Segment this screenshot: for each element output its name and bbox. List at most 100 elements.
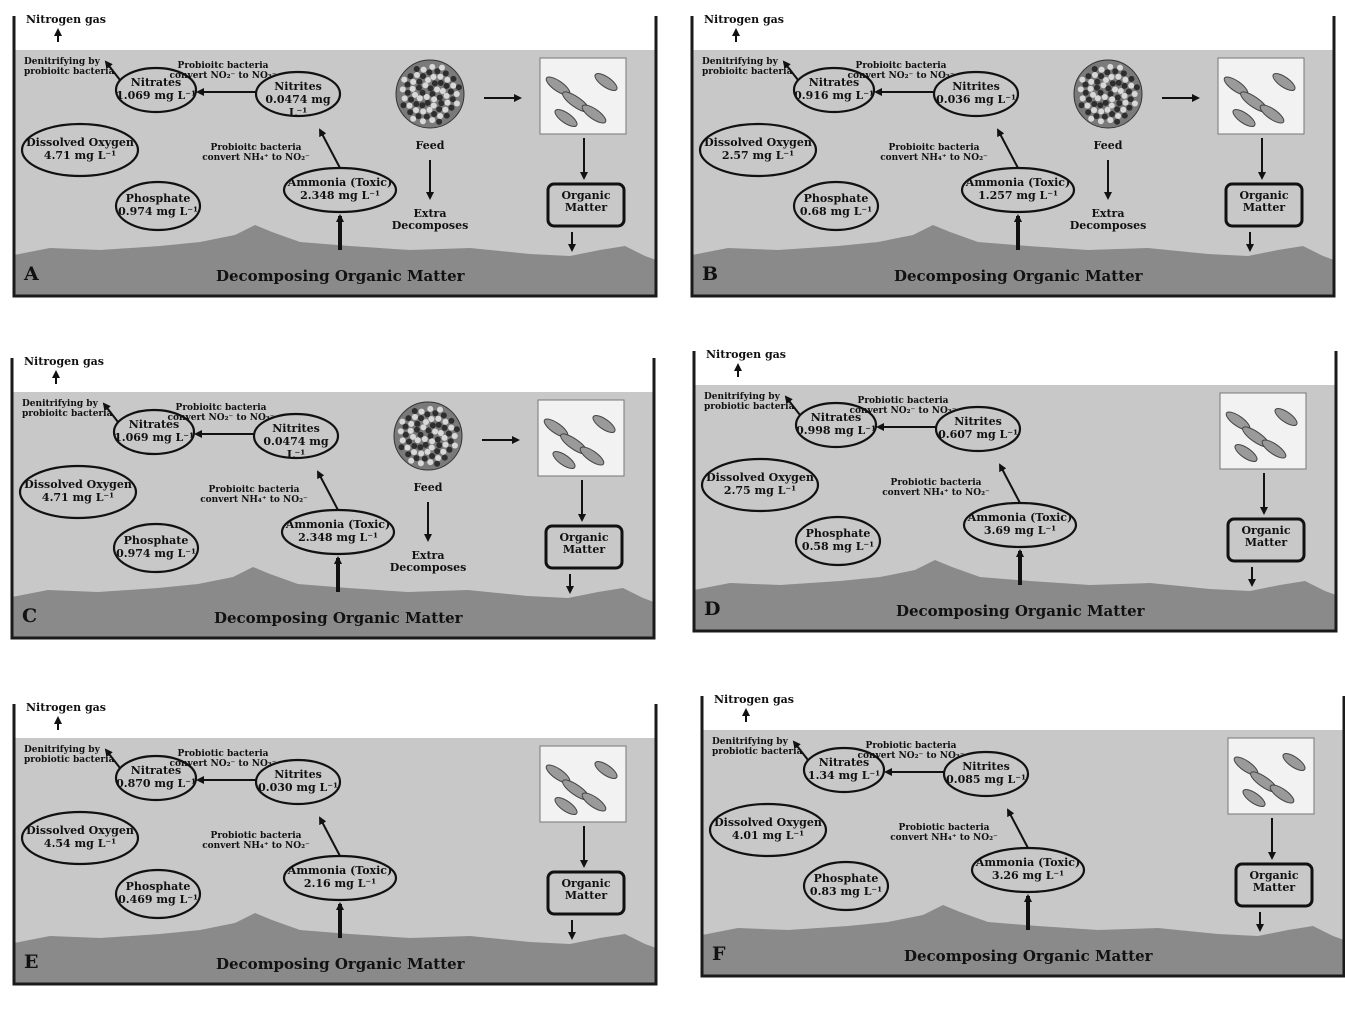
extra-decomposes-label: Extra Decomposes (389, 549, 467, 575)
tank-outline (692, 351, 1338, 633)
nitrites-name: Nitrites (952, 80, 1000, 93)
ammonia-label: Ammonia (Toxic)3.26 mg L⁻¹ (972, 856, 1084, 882)
nitrites-value: 0.085 mg L⁻¹ (946, 773, 1026, 787)
nitrites-oval (932, 70, 1020, 118)
nitrites-oval (254, 758, 342, 806)
feed-pellet-icon (393, 401, 463, 471)
organic-matter-label: Organic Matter (561, 877, 611, 903)
ammonia-label: Ammonia (Toxic)1.257 mg L⁻¹ (962, 176, 1074, 202)
sediment-layer (14, 913, 656, 984)
panel-letter: E (24, 951, 39, 973)
dissolved-oxygen-oval (20, 122, 140, 178)
decomposing-label: Decomposing Organic Matter (216, 267, 465, 285)
dissolved-oxygen-name: Dissolved Oxygen (26, 136, 134, 149)
denitrify-arrow (104, 60, 121, 81)
nitrates-name: Nitrates (810, 411, 862, 424)
denitrifying-label: Denitrifying by probioitc bacteria (22, 399, 113, 419)
nitrites-oval (252, 412, 340, 460)
ammonia-name: Ammonia (Toxic) (287, 176, 393, 189)
nitrates-value: 1.069 mg L⁻¹ (114, 431, 194, 445)
dissolved-oxygen-oval (18, 464, 138, 520)
convert-no2-label: Probioitc bacteria convert NO₂⁻ to NO₃⁻ (169, 61, 277, 81)
nitrates-name: Nitrates (818, 756, 870, 769)
organic-matter-label: Organic Matter (1249, 869, 1299, 895)
denitrifying-label: Denitrifying by probiotic bacteria (704, 392, 795, 412)
convert-nh4-label: Probioitc bacteria convert NH₄⁺ to NO₂⁻ (200, 485, 308, 505)
denitrify-arrow (782, 60, 799, 81)
dissolved-oxygen-oval (700, 457, 820, 513)
extra-decomposes-label: Extra Decomposes (1069, 207, 1147, 233)
organic-matter-label: Organic Matter (1239, 189, 1289, 215)
phosphate-oval (114, 180, 202, 232)
nitrogen-gas-label: Nitrogen gas (704, 13, 784, 26)
ammonia-label: Ammonia (Toxic)3.69 mg L⁻¹ (964, 511, 1076, 537)
dissolved-oxygen-name: Dissolved Oxygen (26, 824, 134, 837)
nitrates-name: Nitrates (130, 76, 182, 89)
tank-outline (12, 704, 658, 986)
nitrites-value: 0.0474 mg L⁻¹ (263, 435, 329, 462)
phosphate-name: Phosphate (805, 527, 871, 540)
ammonia-value: 3.69 mg L⁻¹ (983, 524, 1057, 538)
phosphate-value: 0.974 mg L⁻¹ (118, 205, 198, 219)
tank-outline (690, 16, 1336, 298)
phosphate-name: Phosphate (803, 192, 869, 205)
tank-outline (10, 358, 656, 640)
denitrify-arrow (784, 395, 801, 416)
organic-matter-label: Organic Matter (559, 531, 609, 557)
nitrates-name: Nitrates (130, 764, 182, 777)
panel-letter: A (24, 263, 39, 285)
ammonia-to-nitrite-arrow (997, 128, 1019, 169)
nitrites-oval (254, 70, 342, 118)
convert-no2-label: Probiotic bacteria convert NO₂⁻ to NO₃⁻ (849, 396, 957, 416)
ammonia-value: 2.348 mg L⁻¹ (300, 189, 380, 203)
nitrogen-gas-label: Nitrogen gas (26, 701, 106, 714)
dissolved-oxygen-name: Dissolved Oxygen (706, 471, 814, 484)
denitrifying-label: Denitrifying by probioitc bacteria (24, 57, 115, 77)
ammonia-value: 1.257 mg L⁻¹ (978, 189, 1058, 203)
feed-label: Feed (1093, 139, 1123, 152)
shrimp-photo-icon (1219, 392, 1307, 470)
nitrites-name: Nitrites (272, 422, 320, 435)
sediment-layer (702, 905, 1344, 976)
phosphate-value: 0.83 mg L⁻¹ (809, 885, 883, 899)
sediment-layer (694, 560, 1336, 631)
ammonia-label: Ammonia (Toxic)2.348 mg L⁻¹ (282, 518, 394, 544)
ammonia-name: Ammonia (Toxic) (285, 518, 391, 531)
denitrify-arrow (792, 740, 809, 761)
nitrites-name: Nitrites (954, 415, 1002, 428)
ammonia-name: Ammonia (Toxic) (287, 864, 393, 877)
dissolved-oxygen-value: 4.01 mg L⁻¹ (731, 829, 805, 843)
decomposing-label: Decomposing Organic Matter (214, 609, 463, 627)
decomposing-label: Decomposing Organic Matter (894, 267, 1143, 285)
dissolved-oxygen-oval (698, 122, 818, 178)
nitrates-name: Nitrates (808, 76, 860, 89)
shrimp-photo-icon (1227, 737, 1315, 815)
convert-nh4-label: Probiotic bacteria convert NH₄⁺ to NO₂⁻ (882, 478, 990, 498)
panel-letter: B (702, 263, 719, 285)
nitrites-name: Nitrites (962, 760, 1010, 773)
dissolved-oxygen-value: 4.71 mg L⁻¹ (43, 149, 117, 163)
shrimp-photo-icon (539, 745, 627, 823)
panel-letter: C (22, 605, 38, 627)
nitrites-oval (942, 750, 1030, 798)
ammonia-to-nitrite-arrow (1007, 808, 1029, 849)
organic-matter-box (546, 182, 626, 228)
